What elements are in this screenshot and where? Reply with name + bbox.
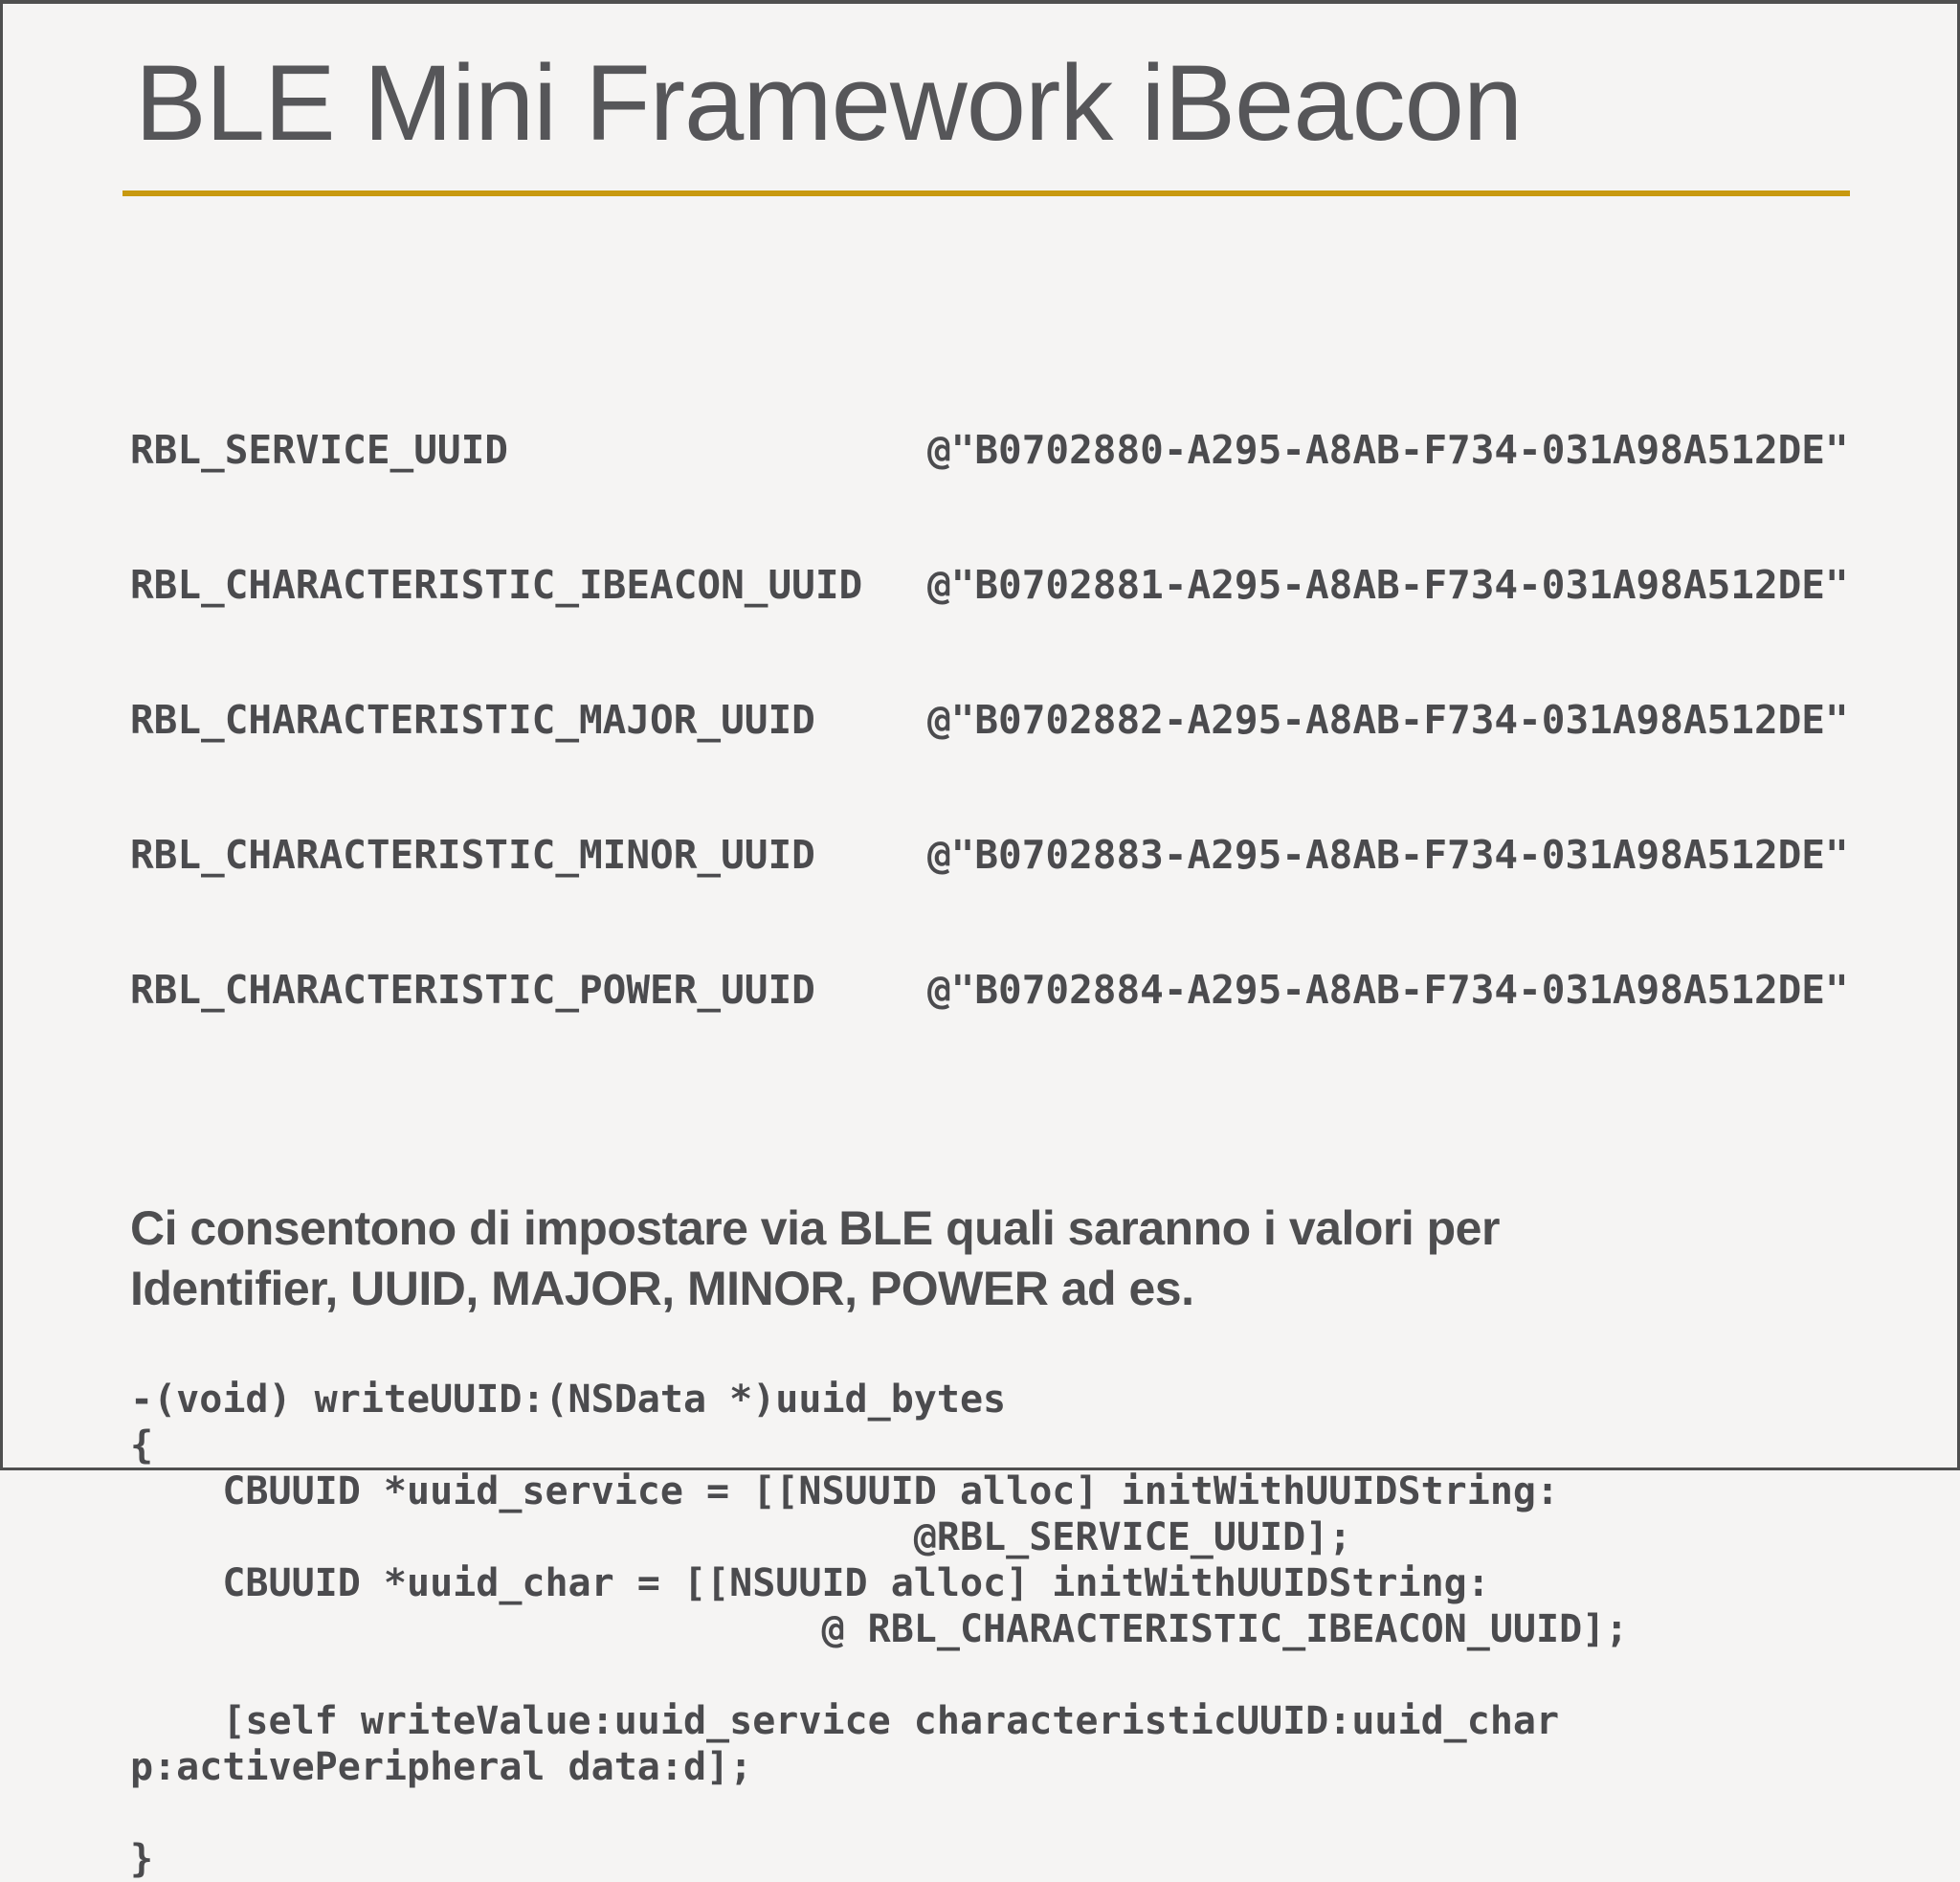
uuid-constant-value: @"B0702884-A295-A8AB-F734-031A98A512DE" — [927, 967, 1849, 1014]
uuid-definition-row: RBL_CHARACTERISTIC_MINOR_UUID @"B0702883… — [130, 833, 1957, 878]
uuid-constant-value: @"B0702880-A295-A8AB-F734-031A98A512DE" — [927, 427, 1849, 474]
uuid-constant-name: RBL_CHARACTERISTIC_MINOR_UUID — [130, 832, 815, 879]
objc-code-snippet: -(void) writeUUID:(NSData *)uuid_bytes {… — [130, 1378, 1629, 1882]
uuid-definition-row: RBL_CHARACTERISTIC_IBEACON_UUID @"B07028… — [130, 563, 1957, 608]
uuid-definition-row: RBL_SERVICE_UUID @"B0702880-A295-A8AB-F7… — [130, 428, 1957, 473]
uuid-constant-name: RBL_CHARACTERISTIC_IBEACON_UUID — [130, 562, 863, 609]
slide: BLE Mini Framework iBeacon RBL_SERVICE_U… — [3, 43, 1957, 1881]
slide-title: BLE Mini Framework iBeacon — [135, 43, 1523, 163]
uuid-constant-name: RBL_CHARACTERISTIC_POWER_UUID — [130, 967, 815, 1014]
uuid-constant-value: @"B0702883-A295-A8AB-F734-031A98A512DE" — [927, 832, 1849, 879]
uuid-constant-name: RBL_SERVICE_UUID — [130, 427, 508, 474]
uuid-definitions-block: RBL_SERVICE_UUID @"B0702880-A295-A8AB-F7… — [130, 338, 1957, 1103]
description-text: Ci consentono di impostare via BLE quali… — [130, 1199, 1957, 1319]
uuid-definition-row: RBL_CHARACTERISTIC_POWER_UUID @"B0702884… — [130, 968, 1957, 1013]
description-line-1: Ci consentono di impostare via BLE quali… — [130, 1201, 1500, 1256]
uuid-constant-value: @"B0702882-A295-A8AB-F734-031A98A512DE" — [927, 697, 1849, 744]
uuid-constant-value: @"B0702881-A295-A8AB-F734-031A98A512DE" — [927, 562, 1849, 609]
description-line-2: Identifier, UUID, MAJOR, MINOR, POWER ad… — [130, 1262, 1194, 1316]
title-underline — [122, 190, 1850, 197]
uuid-constant-name: RBL_CHARACTERISTIC_MAJOR_UUID — [130, 697, 815, 744]
uuid-definition-row: RBL_CHARACTERISTIC_MAJOR_UUID @"B0702882… — [130, 698, 1957, 743]
